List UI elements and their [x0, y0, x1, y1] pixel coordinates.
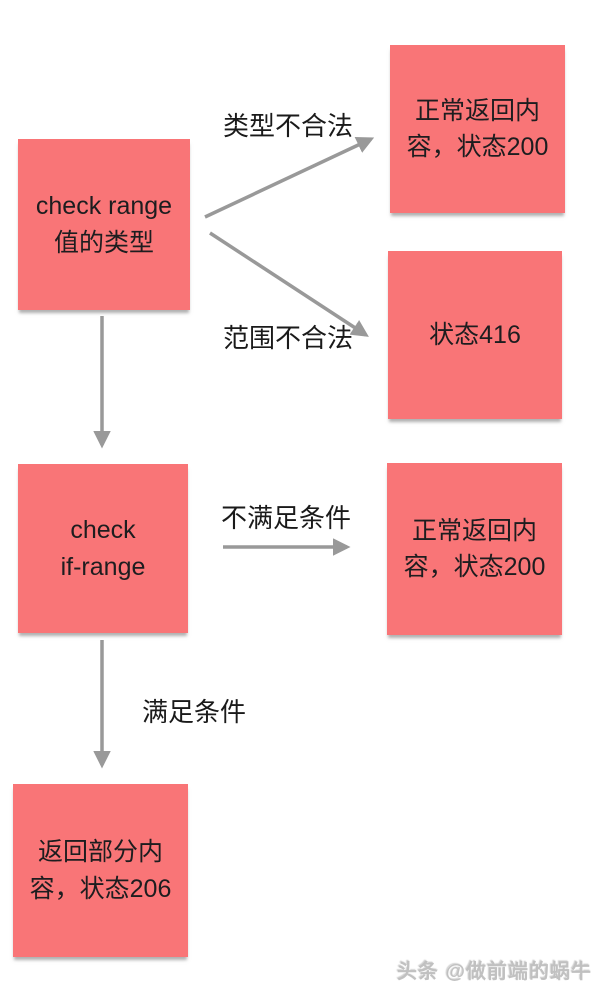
edge-label-condition-met: 满足条件	[142, 697, 247, 727]
edge-label-condition-not-met: 不满足条件	[221, 503, 352, 533]
arrow-check-range-to-200	[204, 137, 375, 219]
node-check-range-type: check range 值的类型	[18, 139, 190, 310]
edge-label-type-invalid: 类型不合法	[223, 111, 354, 141]
node-check-if-range: check if-range	[18, 464, 188, 633]
node-return-200-top: 正常返回内 容，状态200	[390, 45, 565, 213]
watermark: 头条 @做前端的蜗牛	[396, 961, 592, 983]
node-status-416: 状态416	[388, 251, 562, 419]
node-return-206: 返回部分内 容，状态206	[13, 784, 188, 957]
arrow-check-range-to-416	[209, 231, 369, 337]
node-return-200-mid: 正常返回内 容，状态200	[387, 463, 562, 635]
edge-label-range-invalid: 范围不合法	[223, 323, 354, 353]
